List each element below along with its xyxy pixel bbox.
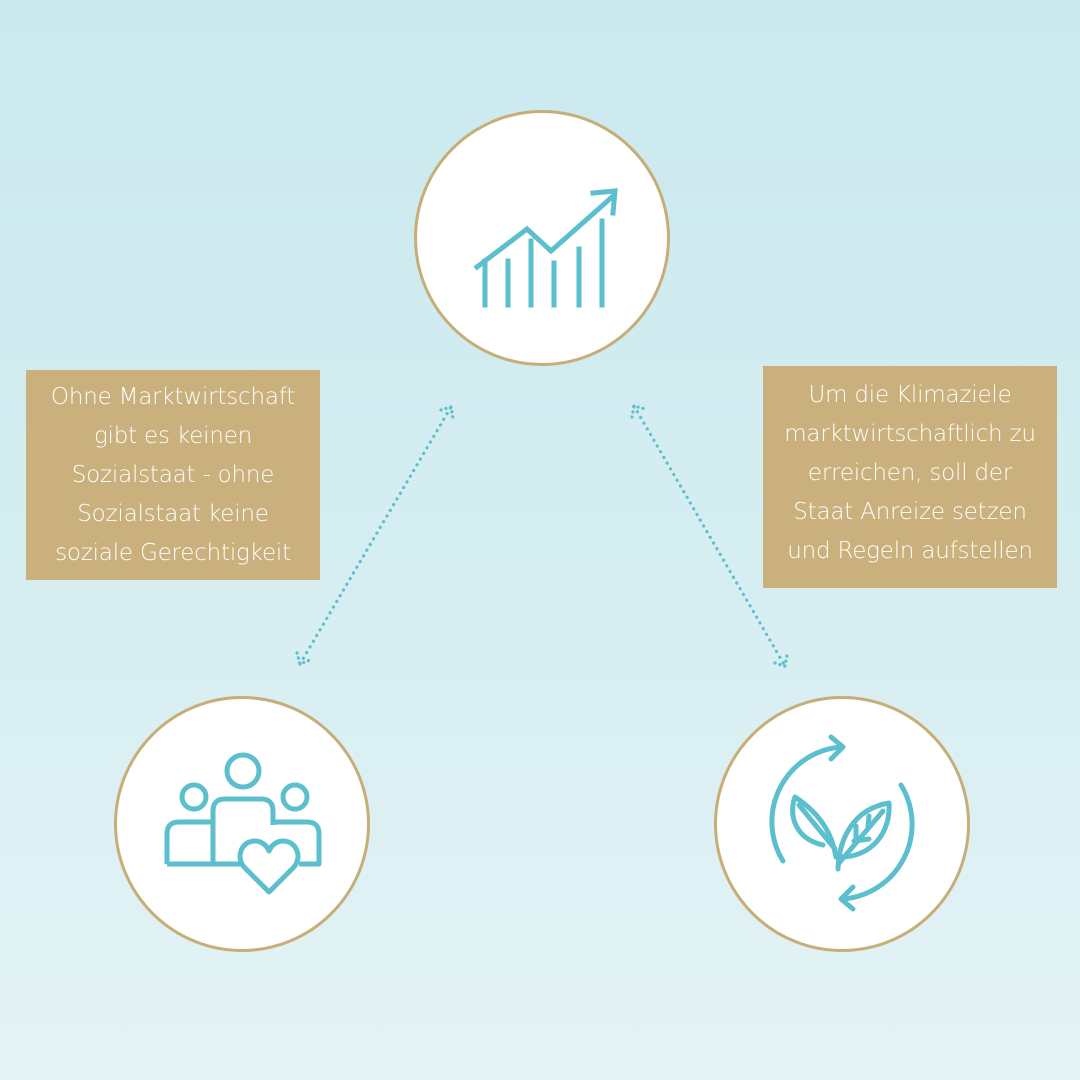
connector-left-top [298, 405, 453, 666]
economy-node [414, 110, 670, 366]
social-statement-line: Ohne Marktwirtschaft [50, 384, 296, 410]
growth-chart-icon [473, 188, 618, 308]
social-statement-line: Sozialstaat keine [77, 501, 269, 527]
arrowhead-top-right-start [630, 403, 647, 419]
climate-statement-line: marktwirtschaftlich zu [784, 421, 1036, 447]
community-heart-icon [164, 752, 322, 895]
arrowhead-left-top-start [295, 651, 312, 667]
climate-statement-box: Um die Klimaziele marktwirtschaftlich zu… [763, 366, 1057, 588]
climate-statement-line: und Regeln aufstellen [787, 538, 1033, 564]
social-statement-box: Ohne Marktwirtschaft gibt es keinen Sozi… [26, 370, 320, 580]
social-statement-line: soziale Gerechtigkeit [55, 540, 291, 566]
climate-statement-line: Staat Anreize setzen [793, 499, 1027, 525]
arrowhead-top-right-end [773, 653, 789, 669]
climate-node [714, 696, 970, 952]
social-statement-line: gibt es keinen [93, 423, 253, 449]
sustainability-leaf-icon [769, 734, 915, 912]
connector-top-right [632, 404, 787, 668]
arrowhead-left-top-end [439, 404, 455, 420]
climate-statement-line: Um die Klimaziele [808, 382, 1012, 408]
social-node [114, 696, 370, 952]
climate-statement-line: erreichen, soll der [807, 460, 1013, 486]
social-statement-line: Sozialstaat - ohne [71, 462, 275, 488]
